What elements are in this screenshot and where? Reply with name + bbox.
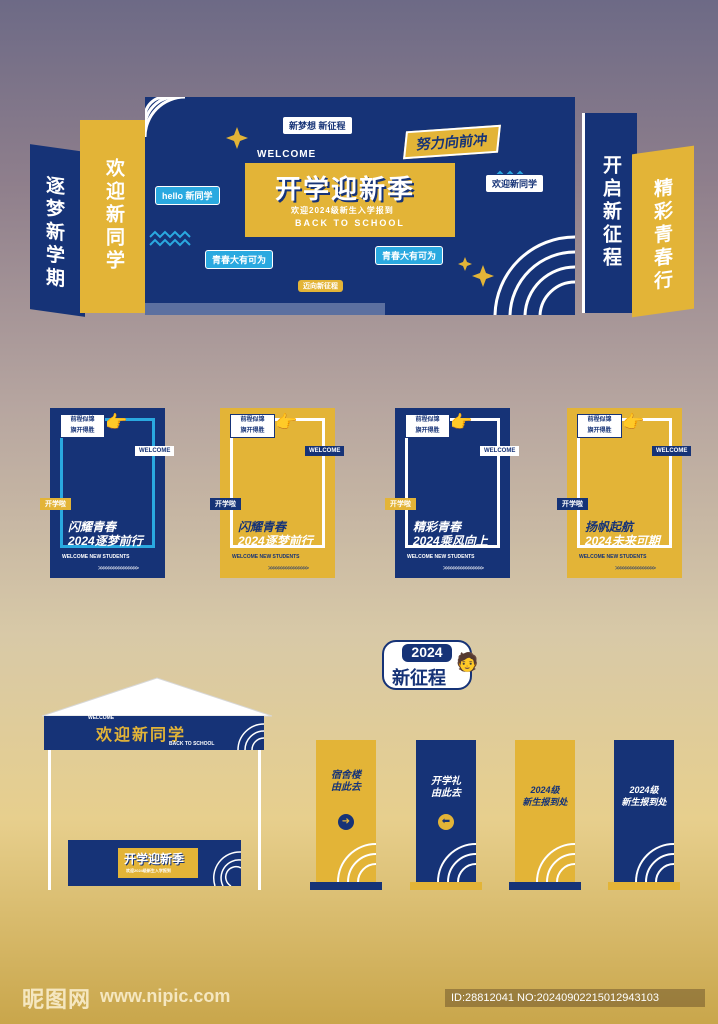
- tag-dream: 新梦想 新征程: [282, 116, 353, 135]
- table-subtitle: 欢迎2024级新生入学报到: [126, 868, 171, 873]
- frame-border: [405, 418, 500, 548]
- arc-decor: [635, 843, 674, 882]
- frame-badge: 前程似锦 旗开得胜: [60, 414, 105, 438]
- frame-start-tag: 开学啦: [557, 498, 588, 510]
- backdrop-right-outer-panel: 精彩青春行: [632, 145, 694, 318]
- standee-2: 开学礼 由此去 ⬅: [416, 740, 476, 882]
- frame-start-tag: 开学啦: [385, 498, 416, 510]
- frame-sub: WELCOME NEW STUDENTS: [579, 554, 647, 560]
- student-figure-icon: 🧑: [456, 652, 479, 672]
- backdrop-left-inner-text: 欢迎新同学: [103, 158, 124, 273]
- standee-base: [509, 882, 581, 890]
- frame-welcome-tag: WELCOME: [135, 446, 175, 456]
- backdrop-left-outer-panel: 逐梦新学期: [30, 144, 85, 317]
- frame-border: [230, 418, 325, 548]
- back-to-school: BACK TO SCHOOL: [295, 218, 405, 228]
- backdrop-right-inner-text: 开启新征程: [600, 155, 621, 270]
- frame-welcome-tag: WELCOME: [305, 446, 345, 456]
- badge-2024: 2024 新征程 🧑: [382, 640, 478, 690]
- standee-3: 2024级 新生报到处: [515, 740, 575, 882]
- frame-line1: 闪耀青春: [68, 520, 117, 534]
- frame-line1: 扬帆起航: [585, 520, 634, 534]
- main-title: 开学迎新季: [275, 174, 416, 204]
- arc-decor: [337, 843, 376, 882]
- watermark-id: ID:28812041 NO:20240902215012943103: [445, 989, 705, 1007]
- frame-arrows: >>>>>>>>>>>>>>>>: [268, 566, 309, 572]
- tag-youth-right: 青春大有可为: [375, 246, 444, 265]
- tag-youth-left: 青春大有可为: [205, 250, 274, 269]
- frame-line2: 2024逐梦前行: [238, 534, 313, 548]
- frame-sub: WELCOME NEW STUDENTS: [62, 554, 130, 560]
- photo-frame-3: 前程似锦 旗开得胜 👉 WELCOME 开学啦 精彩青春 2024乘风向上 WE…: [385, 408, 520, 578]
- tag-hello: hello 新同学: [155, 186, 220, 205]
- standee-4: 2024级 新生报到处: [614, 740, 674, 882]
- frame-line2: 2024逐梦前行: [68, 534, 143, 548]
- frame-welcome-tag: WELCOME: [652, 446, 692, 456]
- main-subtitle: 欢迎2024级新生入学报到: [291, 206, 394, 215]
- photo-frame-2: 前程似锦 旗开得胜 👉 WELCOME 开学啦 闪耀青春 2024逐梦前行 WE…: [210, 408, 345, 578]
- table-title: 开学迎新季: [124, 852, 185, 866]
- pointing-hand-icon: 👉: [275, 412, 298, 432]
- backdrop-left-inner-panel: 欢迎新同学: [80, 120, 145, 313]
- welcome-label: WELCOME: [257, 149, 317, 160]
- frame-start-tag: 开学啦: [210, 498, 241, 510]
- arc-decor: [437, 843, 476, 882]
- tent-title: 欢迎新同学: [96, 727, 187, 744]
- frame-badge: 前程似锦 旗开得胜: [577, 414, 622, 438]
- arc-decor: [237, 723, 264, 750]
- badge-year: 2024: [402, 644, 452, 662]
- watermark-site: www.nipic.com: [100, 986, 231, 1006]
- frame-arrows: >>>>>>>>>>>>>>>>: [98, 566, 139, 572]
- watermark-logo: 昵图网: [22, 987, 92, 1012]
- photo-frame-4: 前程似锦 旗开得胜 👉 WELCOME 开学啦 扬帆起航 2024未来可期 WE…: [557, 408, 692, 578]
- standee-text: 宿舍楼 由此去: [331, 770, 361, 793]
- frame-line1: 闪耀青春: [238, 520, 287, 534]
- badge-text: 新征程: [392, 668, 446, 688]
- backdrop-left-outer-text: 逐梦新学期: [43, 173, 64, 292]
- frame-start-tag: 开学啦: [40, 498, 71, 510]
- frame-badge: 前程似锦 旗开得胜: [405, 414, 450, 438]
- pointing-hand-icon: 👉: [622, 412, 645, 432]
- frame-line1: 精彩青春: [413, 520, 462, 534]
- frame-badge: 前程似锦 旗开得胜: [230, 414, 275, 438]
- table-title-box: 开学迎新季 欢迎2024级新生入学报到: [118, 848, 198, 878]
- frame-sub: WELCOME NEW STUDENTS: [232, 554, 300, 560]
- frame-line2: 2024未来可期: [585, 534, 660, 548]
- tag-welcome-new: 欢迎新同学: [485, 174, 545, 193]
- arc-decor: [212, 851, 241, 886]
- standee-text: 开学礼 由此去: [431, 776, 461, 799]
- tent-table: 开学迎新季 欢迎2024级新生入学报到: [68, 840, 241, 886]
- frame-arrows: >>>>>>>>>>>>>>>>: [615, 566, 656, 572]
- tag-bottom: 迈向新征程: [298, 280, 343, 292]
- tent-roof: [42, 677, 272, 717]
- standee-text: 2024级 新生报到处: [621, 785, 667, 807]
- main-title-box: 开学迎新季 欢迎2024级新生入学报到 BACK TO SCHOOL: [245, 163, 455, 237]
- tent-back: BACK TO SCHOOL: [169, 741, 215, 747]
- standee-text: 2024级 新生报到处: [522, 785, 568, 807]
- standee-base: [608, 882, 680, 890]
- pointing-hand-icon: 👉: [450, 412, 473, 432]
- backdrop-center-panel: WELCOME 开学迎新季 欢迎2024级新生入学报到 BACK TO SCHO…: [145, 97, 575, 315]
- frame-border: [577, 418, 672, 548]
- backdrop-decor-svg: [145, 97, 575, 315]
- tent-banner: WELCOME 欢迎新同学 BACK TO SCHOOL: [44, 715, 264, 750]
- standee-base: [410, 882, 482, 890]
- backdrop-right-outer-text: 精彩青春行: [651, 176, 672, 295]
- arc-decor: [536, 843, 575, 882]
- frame-sub: WELCOME NEW STUDENTS: [407, 554, 475, 560]
- standee-base: [310, 882, 382, 890]
- arrow-right-icon: ➜: [338, 814, 354, 830]
- photo-frame-1: 前程似锦 旗开得胜 👉 WELCOME 开学啦 闪耀青春 2024逐梦前行 WE…: [40, 408, 175, 578]
- frame-border: [60, 418, 155, 548]
- pointing-hand-icon: 👉: [105, 412, 128, 432]
- backdrop-right-inner-panel: 开启新征程: [582, 113, 637, 313]
- tent-pole-right: [258, 750, 261, 890]
- frame-arrows: >>>>>>>>>>>>>>>>: [443, 566, 484, 572]
- standee-1: 宿舍楼 由此去 ➜: [316, 740, 376, 882]
- tent-pole-left: [48, 750, 51, 890]
- frame-welcome-tag: WELCOME: [480, 446, 520, 456]
- arrow-left-icon: ⬅: [438, 814, 454, 830]
- frame-line2: 2024乘风向上: [413, 534, 488, 548]
- tent-welcome: WELCOME: [88, 715, 115, 721]
